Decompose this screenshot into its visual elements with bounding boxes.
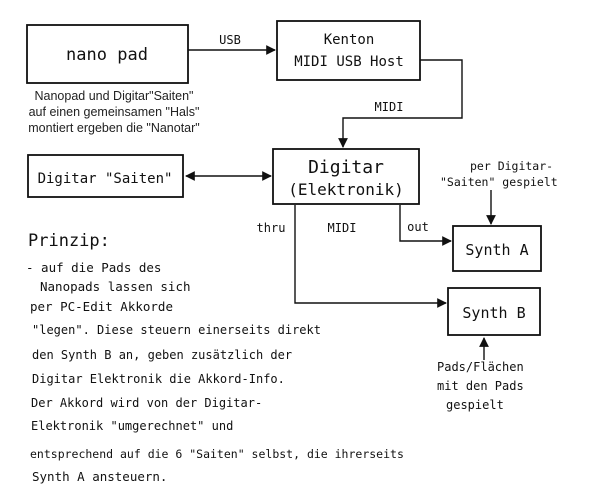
nanopad-label: nano pad — [66, 45, 148, 65]
synth-a-note-line-2: "Saiten" gespielt — [440, 175, 558, 189]
digitar-electronics-label: (Elektronik) — [288, 180, 404, 199]
out-arrow-to-synth-a — [399, 205, 452, 246]
thru-label: thru — [257, 221, 286, 235]
nanopad-box — [26, 24, 189, 84]
midi-top-label: MIDI — [375, 100, 404, 114]
synth-b-note-line-2: mit den Pads — [437, 379, 524, 393]
synth-b-box — [447, 287, 541, 336]
caption-line-1: Nanopad und Digitar"Saiten" — [35, 89, 194, 103]
principle-line-2: Nanopads lassen sich — [40, 279, 191, 294]
principle-line-5: den Synth B an, geben zusätzlich der — [32, 348, 292, 362]
midi-arrow-kenton-to-digitar — [338, 59, 463, 148]
caption-line-2: auf einen gemeinsamen "Hals" — [29, 105, 200, 119]
kenton-sub-label: MIDI USB Host — [294, 54, 404, 70]
caption-line-3: montiert ergeben die "Nanotar" — [28, 121, 199, 135]
out-label: out — [407, 220, 429, 234]
synth-a-label: Synth A — [465, 241, 528, 259]
synth-b-note-line-3: gespielt — [446, 398, 504, 412]
digitar-strings-label: Digitar "Saiten" — [38, 171, 173, 187]
midi-mid-label: MIDI — [328, 221, 357, 235]
synth-a-note-line-1: per Digitar- — [470, 159, 553, 173]
principle-line-10: Synth A ansteuern. — [32, 469, 167, 484]
principle-line-6: Digitar Elektronik die Akkord-Info. — [32, 372, 285, 386]
synth-a-box — [452, 225, 542, 272]
kenton-label: Kenton — [324, 32, 375, 48]
principle-heading: Prinzip: — [28, 231, 110, 251]
digitar-strings-box — [27, 154, 184, 198]
thru-arrow-to-synth-b — [294, 205, 447, 308]
principle-line-1: - auf die Pads des — [26, 260, 161, 275]
digitar-electronics-box — [272, 148, 420, 205]
principle-line-4: "legen". Diese steuern einerseits direkt — [32, 323, 321, 337]
principle-line-9: entsprechend auf die 6 "Saiten" selbst, … — [30, 447, 404, 461]
synth-b-note-line-1: Pads/Flächen — [437, 360, 524, 374]
principle-line-7: Der Akkord wird von der Digitar- — [31, 396, 262, 410]
digitar-label: Digitar — [308, 157, 384, 178]
synth-b-label: Synth B — [462, 304, 525, 322]
principle-line-8: Elektronik "umgerechnet" und — [31, 419, 233, 433]
usb-label: USB — [219, 33, 241, 47]
principle-line-3: per PC-Edit Akkorde — [30, 299, 173, 314]
kenton-box — [276, 20, 421, 81]
